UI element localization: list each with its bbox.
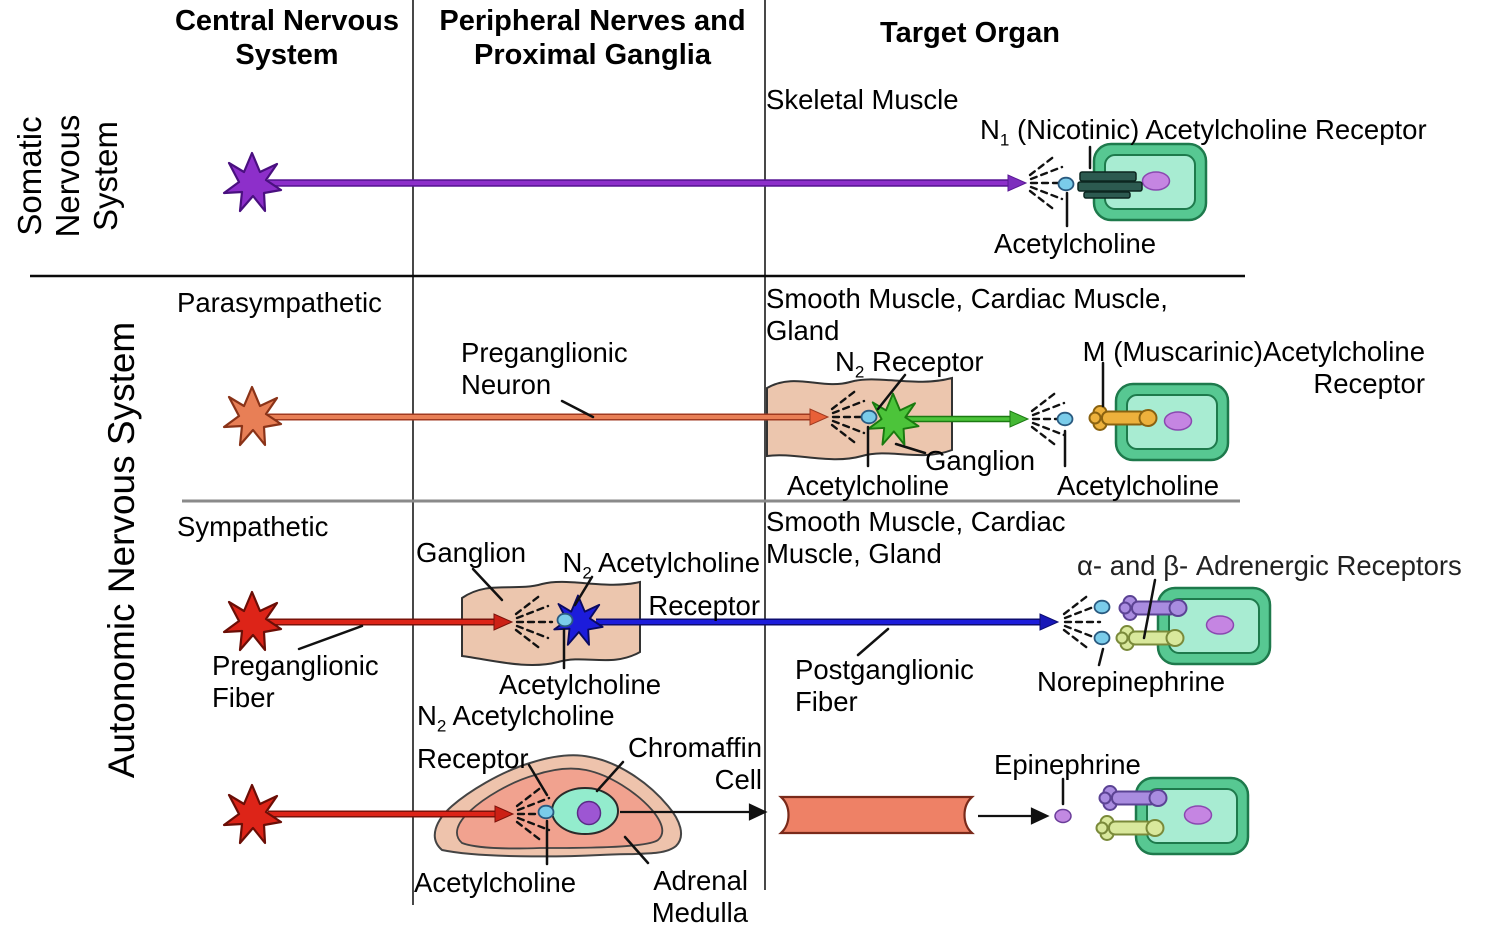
sympathetic-postganglionic-axon [596, 613, 1060, 631]
ganglion-label-symp: Ganglion [416, 537, 527, 568]
acetylcholine-vesicle-adrenal [537, 804, 555, 820]
nicotinic-receptor-label: N1 (Nicotinic) Acetylcholine Receptor [980, 114, 1427, 150]
acetylcholine-vesicle-somatic [1057, 176, 1075, 192]
header-target-organ: Target Organ [880, 17, 1060, 49]
beta-adrenergic-receptor-epi [1095, 815, 1165, 841]
norepinephrine-vesicle-upper [1093, 599, 1111, 615]
parasympathetic-preganglionic-axon [268, 408, 830, 426]
parasympathetic-postganglionic-axon [898, 410, 1030, 428]
beta-adrenergic-receptor [1115, 625, 1185, 651]
ganglion-label-para: Ganglion [925, 445, 1036, 476]
acetylcholine-label-symp-ganglion: Acetylcholine [499, 669, 662, 700]
acetylcholine-label-somatic: Acetylcholine [994, 228, 1157, 259]
label-pointer-lines [297, 145, 1157, 866]
parasympathetic-target-organ-label: Smooth Muscle, Cardiac Muscle,Gland [766, 283, 1168, 346]
blood-vessel [778, 795, 975, 835]
alpha-adrenergic-receptor [1118, 595, 1188, 621]
acetylcholine-label-para-target: Acetylcholine [1057, 470, 1220, 501]
norepinephrine-label: Norepinephrine [1037, 666, 1226, 697]
acetylcholine-label-adrenal: Acetylcholine [414, 867, 577, 898]
acetylcholine-label-para-ganglion: Acetylcholine [787, 470, 950, 501]
acetylcholine-vesicle-para-ganglion [860, 409, 878, 425]
skeletal-muscle-label: Skeletal Muscle [766, 84, 959, 115]
nicotinic-receptor [1077, 171, 1143, 199]
division-autonomic-nervous-system: Autonomic Nervous System [101, 321, 142, 779]
division-parasympathetic: Parasympathetic [177, 287, 382, 318]
adrenal-to-vessel-arrow [620, 803, 768, 821]
chromaffin-cell-nucleus [576, 800, 602, 826]
adrenal-preganglionic-axon [268, 805, 515, 823]
sympathetic-target-spray [1062, 592, 1102, 652]
epinephrine-target-cell [1134, 776, 1250, 856]
acetylcholine-vesicle-para-target [1056, 411, 1074, 427]
somatic-motor-axon [268, 174, 1028, 192]
division-sympathetic: Sympathetic [177, 511, 329, 542]
norepinephrine-vesicle-lower [1093, 630, 1111, 646]
parasympathetic-ganglion-body [766, 376, 953, 461]
sympathetic-ganglion-body [461, 580, 641, 666]
epinephrine-dot [1054, 808, 1072, 824]
n2-acetylcholine-receptor-label-symp: N2 Acetylcholine Receptor [562, 547, 760, 621]
n2-acetylcholine-receptor-label-adrenal: N2 Acetylcholine Receptor [417, 700, 615, 774]
vessel-to-target-arrow [978, 807, 1050, 825]
sympathetic-preganglionic-axon [268, 613, 514, 631]
epinephrine-label: Epinephrine [994, 749, 1141, 780]
sympathetic-target-cell [1156, 586, 1272, 666]
adrenergic-receptors-label: α- and β- Adrenergic Receptors [1077, 550, 1462, 581]
n2-receptor-label-para: N2 Receptor [835, 346, 984, 382]
alpha-adrenergic-receptor-epi [1098, 785, 1168, 811]
